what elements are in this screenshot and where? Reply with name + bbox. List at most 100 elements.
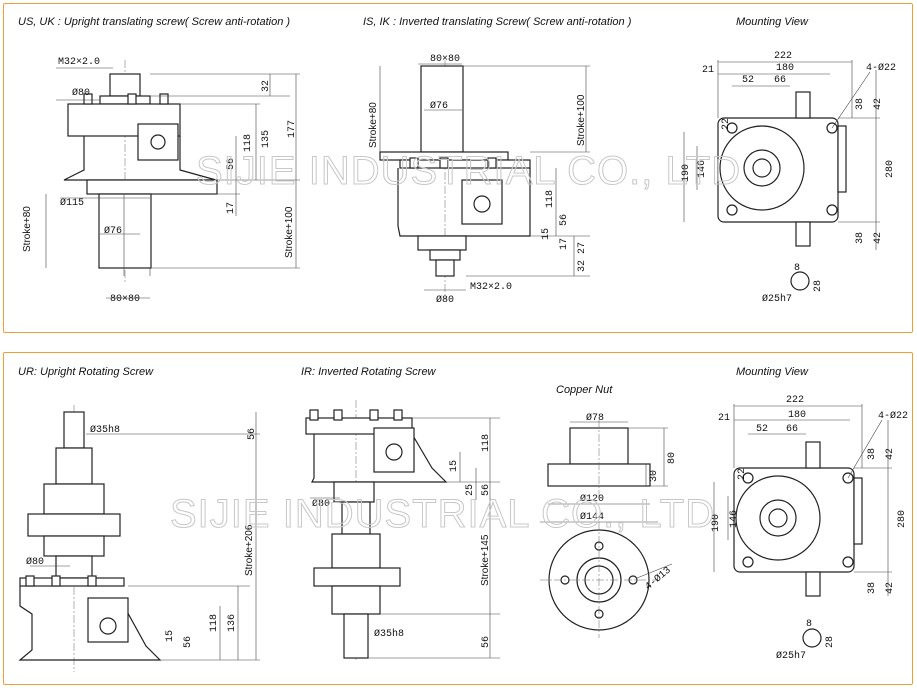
dim-d80-ur: Ø80 (26, 556, 44, 568)
dim-stroke80-us: Stroke+80 (22, 206, 33, 252)
watermark-top: SIJIE INDUSTRIAL CO., LTD (196, 149, 741, 193)
dim-d115-us: Ø115 (60, 197, 84, 209)
dim-280-bottom: 280 (897, 510, 908, 528)
caption-ir: IR: Inverted Rotating Screw (301, 366, 436, 378)
dim-stroke-ir: Stroke+145 (480, 534, 491, 586)
dim-190-top: 190 (681, 164, 692, 182)
dim-146-top: 146 (697, 160, 708, 178)
dim-177-us: 177 (287, 120, 298, 138)
us-uk-drawing (63, 60, 218, 282)
dim-key8-bottom: 8 (806, 619, 812, 630)
dim-118-ur: 118 (209, 614, 220, 632)
dim-66-top: 66 (774, 75, 786, 86)
dim-135-us: 135 (261, 130, 272, 148)
dim-21-bottom: 21 (718, 413, 730, 424)
dim-32-is: 32 (577, 260, 588, 272)
dim-56-ir: 56 (481, 484, 492, 496)
dim-22-bottom: 22 (737, 468, 748, 480)
dim-56-is: 56 (559, 214, 570, 226)
dim-holes-top: 4-Ø22 (866, 62, 896, 74)
dim-38b-bottom: 38 (867, 582, 878, 594)
dim-d144-nut: Ø144 (580, 511, 604, 523)
dim-stroke-ur: Stroke+206 (244, 524, 255, 576)
dim-shaft-top: Ø25h7 (762, 293, 792, 305)
dim-118-ir: 118 (481, 434, 492, 452)
dim-30-nut: 30 (649, 470, 660, 482)
dim-15-is: 15 (541, 228, 552, 240)
dim-22-top: 22 (721, 118, 732, 130)
dim-d76-us: Ø76 (104, 225, 122, 237)
caption-mounting-top: Mounting View (736, 16, 808, 28)
dim-key28-bottom: 28 (825, 636, 836, 648)
dim-stroke100-is: Stroke+100 (576, 94, 587, 146)
dim-d80-ir: Ø80 (312, 498, 330, 510)
dim-56b-ur: 56 (183, 636, 194, 648)
is-ik-drawing (379, 60, 531, 300)
bottom-panel (3, 352, 913, 685)
ur-dimensions: Ø35h8 56 Stroke+206 Ø80 118 136 15 56 (26, 412, 260, 661)
dim-280-top: 280 (885, 160, 896, 178)
watermark-bottom: SIJIE INDUSTRIAL CO., LTD (170, 492, 715, 536)
copper-nut-drawing (540, 420, 658, 638)
dim-25-ir: 25 (465, 484, 476, 496)
dim-38b-top: 38 (855, 232, 866, 244)
caption-mounting-bottom: Mounting View (736, 366, 808, 378)
dim-key28-top: 28 (813, 280, 824, 292)
dim-d80-is: Ø80 (436, 294, 454, 306)
caption-is-ik: IS, IK : Inverted translating Screw( Scr… (363, 16, 632, 28)
dim-stroke80-is: Stroke+80 (368, 102, 379, 148)
dim-key8-top: 8 (794, 263, 800, 274)
dim-17-is: 17 (559, 238, 570, 250)
ir-drawing (305, 400, 448, 660)
dim-180-bottom: 180 (788, 410, 806, 421)
ur-drawing (18, 405, 162, 672)
dim-80x80-is: 80×80 (430, 54, 460, 65)
mounting-view-top (717, 91, 847, 291)
caption-ur: UR: Upright Rotating Screw (18, 366, 154, 378)
dim-32-us: 32 (261, 80, 272, 92)
dim-15-ur: 15 (165, 630, 176, 642)
dim-42b-top: 42 (873, 232, 884, 244)
dim-222-bottom: 222 (786, 395, 804, 406)
dim-d120-nut: Ø120 (580, 493, 604, 505)
dim-d35-ir: Ø35h8 (374, 628, 404, 640)
dim-d76-is: Ø76 (430, 100, 448, 112)
dim-27-is: 27 (577, 242, 588, 254)
mounting-view-top-dims: 222 180 21 52 66 4-Ø22 38 42 22 146 190 … (681, 51, 896, 305)
dim-42b-bottom: 42 (885, 582, 896, 594)
top-panel (3, 3, 913, 333)
dim-shaft-bottom: Ø25h7 (776, 650, 806, 662)
dim-80-nut: 80 (667, 452, 678, 464)
dim-42a-top: 42 (873, 98, 884, 110)
dim-66-bottom: 66 (786, 424, 798, 435)
dim-thread-us: M32×2.0 (58, 57, 100, 68)
dim-holes-bottom: 4-Ø22 (878, 410, 908, 422)
dim-56-ur: 56 (247, 428, 258, 440)
dim-21-top: 21 (702, 65, 714, 76)
is-ik-dimensions: 80×80 Ø76 Stroke+80 Stroke+100 118 56 15… (368, 54, 590, 306)
ir-dimensions: 118 15 25 56 Ø80 Stroke+145 Ø35h8 56 (310, 417, 500, 659)
dim-15-ir: 15 (449, 460, 460, 472)
dim-38a-top: 38 (855, 98, 866, 110)
mounting-view-bottom (733, 441, 863, 648)
dim-118-us: 118 (243, 134, 254, 152)
us-uk-dimensions: M32×2.0 Ø80 Ø115 Ø76 80×80 32 135 177 11… (22, 57, 300, 305)
dim-d80-us: Ø80 (72, 87, 90, 99)
dim-136-ur: 136 (227, 614, 238, 632)
dim-222-top: 222 (774, 51, 792, 62)
dim-52-bottom: 52 (756, 424, 768, 435)
dim-180-top: 180 (776, 63, 794, 74)
dim-52-top: 52 (742, 75, 754, 86)
dim-d78-nut: Ø78 (586, 412, 604, 424)
caption-us-uk: US, UK : Upright translating screw( Scre… (18, 16, 291, 28)
dim-17-us: 17 (226, 202, 237, 214)
dim-thread-is: M32×2.0 (470, 282, 512, 293)
dim-stroke100-us: Stroke+100 (284, 206, 295, 258)
dim-38a-bottom: 38 (867, 448, 878, 460)
dim-56b-ir: 56 (481, 636, 492, 648)
mounting-view-bottom-dims: 222 180 21 52 66 4-Ø22 38 42 22 146 190 … (711, 395, 908, 662)
caption-copper-nut: Copper Nut (556, 384, 613, 396)
dim-80x80-us: 80×80 (110, 294, 140, 305)
dim-190-bottom: 190 (711, 514, 722, 532)
